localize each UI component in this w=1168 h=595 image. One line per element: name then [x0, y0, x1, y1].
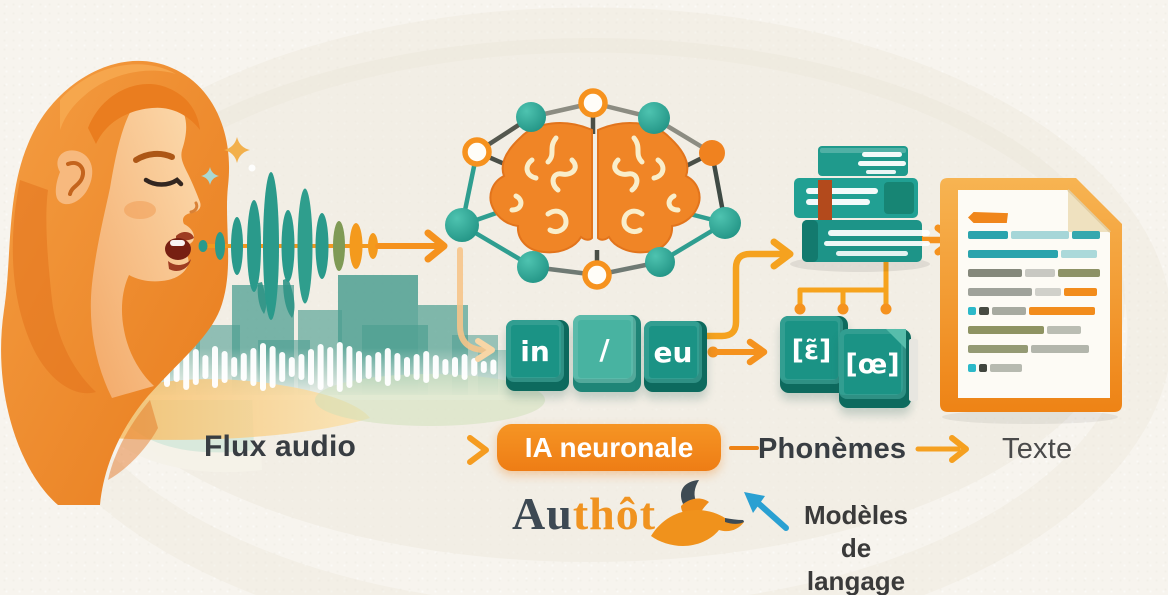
- phoneme-tile-epsilon-label: [ɛ̃]: [780, 316, 843, 384]
- doc-text-segment: [968, 269, 1022, 277]
- doc-line: [968, 212, 1102, 223]
- doc-text-segment: [990, 364, 1022, 372]
- doc-text-segment: [968, 250, 1058, 258]
- tile-page-edge: [909, 339, 918, 401]
- phoneme-tile-eu: eu: [644, 321, 707, 392]
- doc-line: [968, 326, 1102, 334]
- label-flux-audio: Flux audio: [204, 430, 356, 463]
- doc-text-segment: [1064, 288, 1097, 296]
- doc-text-segment: [1061, 250, 1097, 258]
- logo-text-thot: thôt: [572, 488, 657, 539]
- neural-brain-icon: [445, 88, 741, 290]
- authot-logo: Authôt: [512, 487, 656, 540]
- doc-line: [968, 269, 1102, 277]
- doc-text-segment: [968, 307, 976, 315]
- audio-waveform-icon: [198, 172, 448, 320]
- phoneme-tile-in-label: in: [506, 320, 564, 382]
- doc-text-segment: [992, 307, 1026, 315]
- bird-logo-icon: [651, 480, 744, 546]
- doc-text-segment: [1047, 326, 1081, 334]
- doc-text-segment: [1031, 345, 1089, 353]
- doc-text-segment: [1025, 269, 1055, 277]
- books-icon: [790, 146, 930, 272]
- doc-text-segment: [1011, 231, 1069, 239]
- doc-text-segment: [1035, 288, 1061, 296]
- doc-text-segment: [1072, 231, 1100, 239]
- doc-text-segment: [1029, 307, 1095, 315]
- phoneme-tile-eu-label: eu: [644, 321, 702, 383]
- phoneme-tile-slash-label: /: [573, 315, 636, 383]
- doc-line: [968, 288, 1102, 296]
- phoneme-tile-slash: /: [573, 315, 641, 392]
- annotation-line-1: Modèles: [803, 500, 909, 530]
- speaking-woman-illustration: [1, 60, 230, 506]
- doc-line: [968, 364, 1102, 372]
- doc-text-segment: [979, 307, 989, 315]
- doc-text-segment: [968, 364, 976, 372]
- label-phonemes: Phonèmes: [758, 433, 907, 465]
- phoneme-tile-oe: [œ]: [839, 329, 918, 408]
- label-texte: Texte: [1002, 433, 1073, 465]
- folded-corner-icon: [886, 329, 906, 349]
- doc-text-segment: [1058, 269, 1100, 277]
- document-text-lines: [968, 212, 1102, 383]
- annotation-modeles-de-langage: Modèles de langage: [790, 499, 922, 595]
- doc-line: [968, 231, 1102, 239]
- phoneme-tile-epsilon: [ɛ̃]: [780, 316, 848, 393]
- doc-text-segment: [979, 364, 987, 372]
- doc-text-segment: [968, 288, 1032, 296]
- doc-title-bar: [968, 212, 1008, 223]
- doc-text-segment: [968, 326, 1044, 334]
- sparkle-icon: [201, 137, 256, 185]
- phoneme-tile-in: in: [506, 320, 569, 391]
- doc-line: [968, 345, 1102, 353]
- label-ia-neuronale: IA neuronale: [497, 424, 721, 471]
- doc-line: [968, 250, 1102, 258]
- doc-text-segment: [968, 231, 1008, 239]
- logo-text-au: Au: [512, 488, 573, 539]
- doc-text-segment: [968, 345, 1028, 353]
- blue-arrow-icon: [744, 492, 789, 531]
- doc-line: [968, 307, 1102, 315]
- annotation-line-2: de langage: [806, 533, 906, 595]
